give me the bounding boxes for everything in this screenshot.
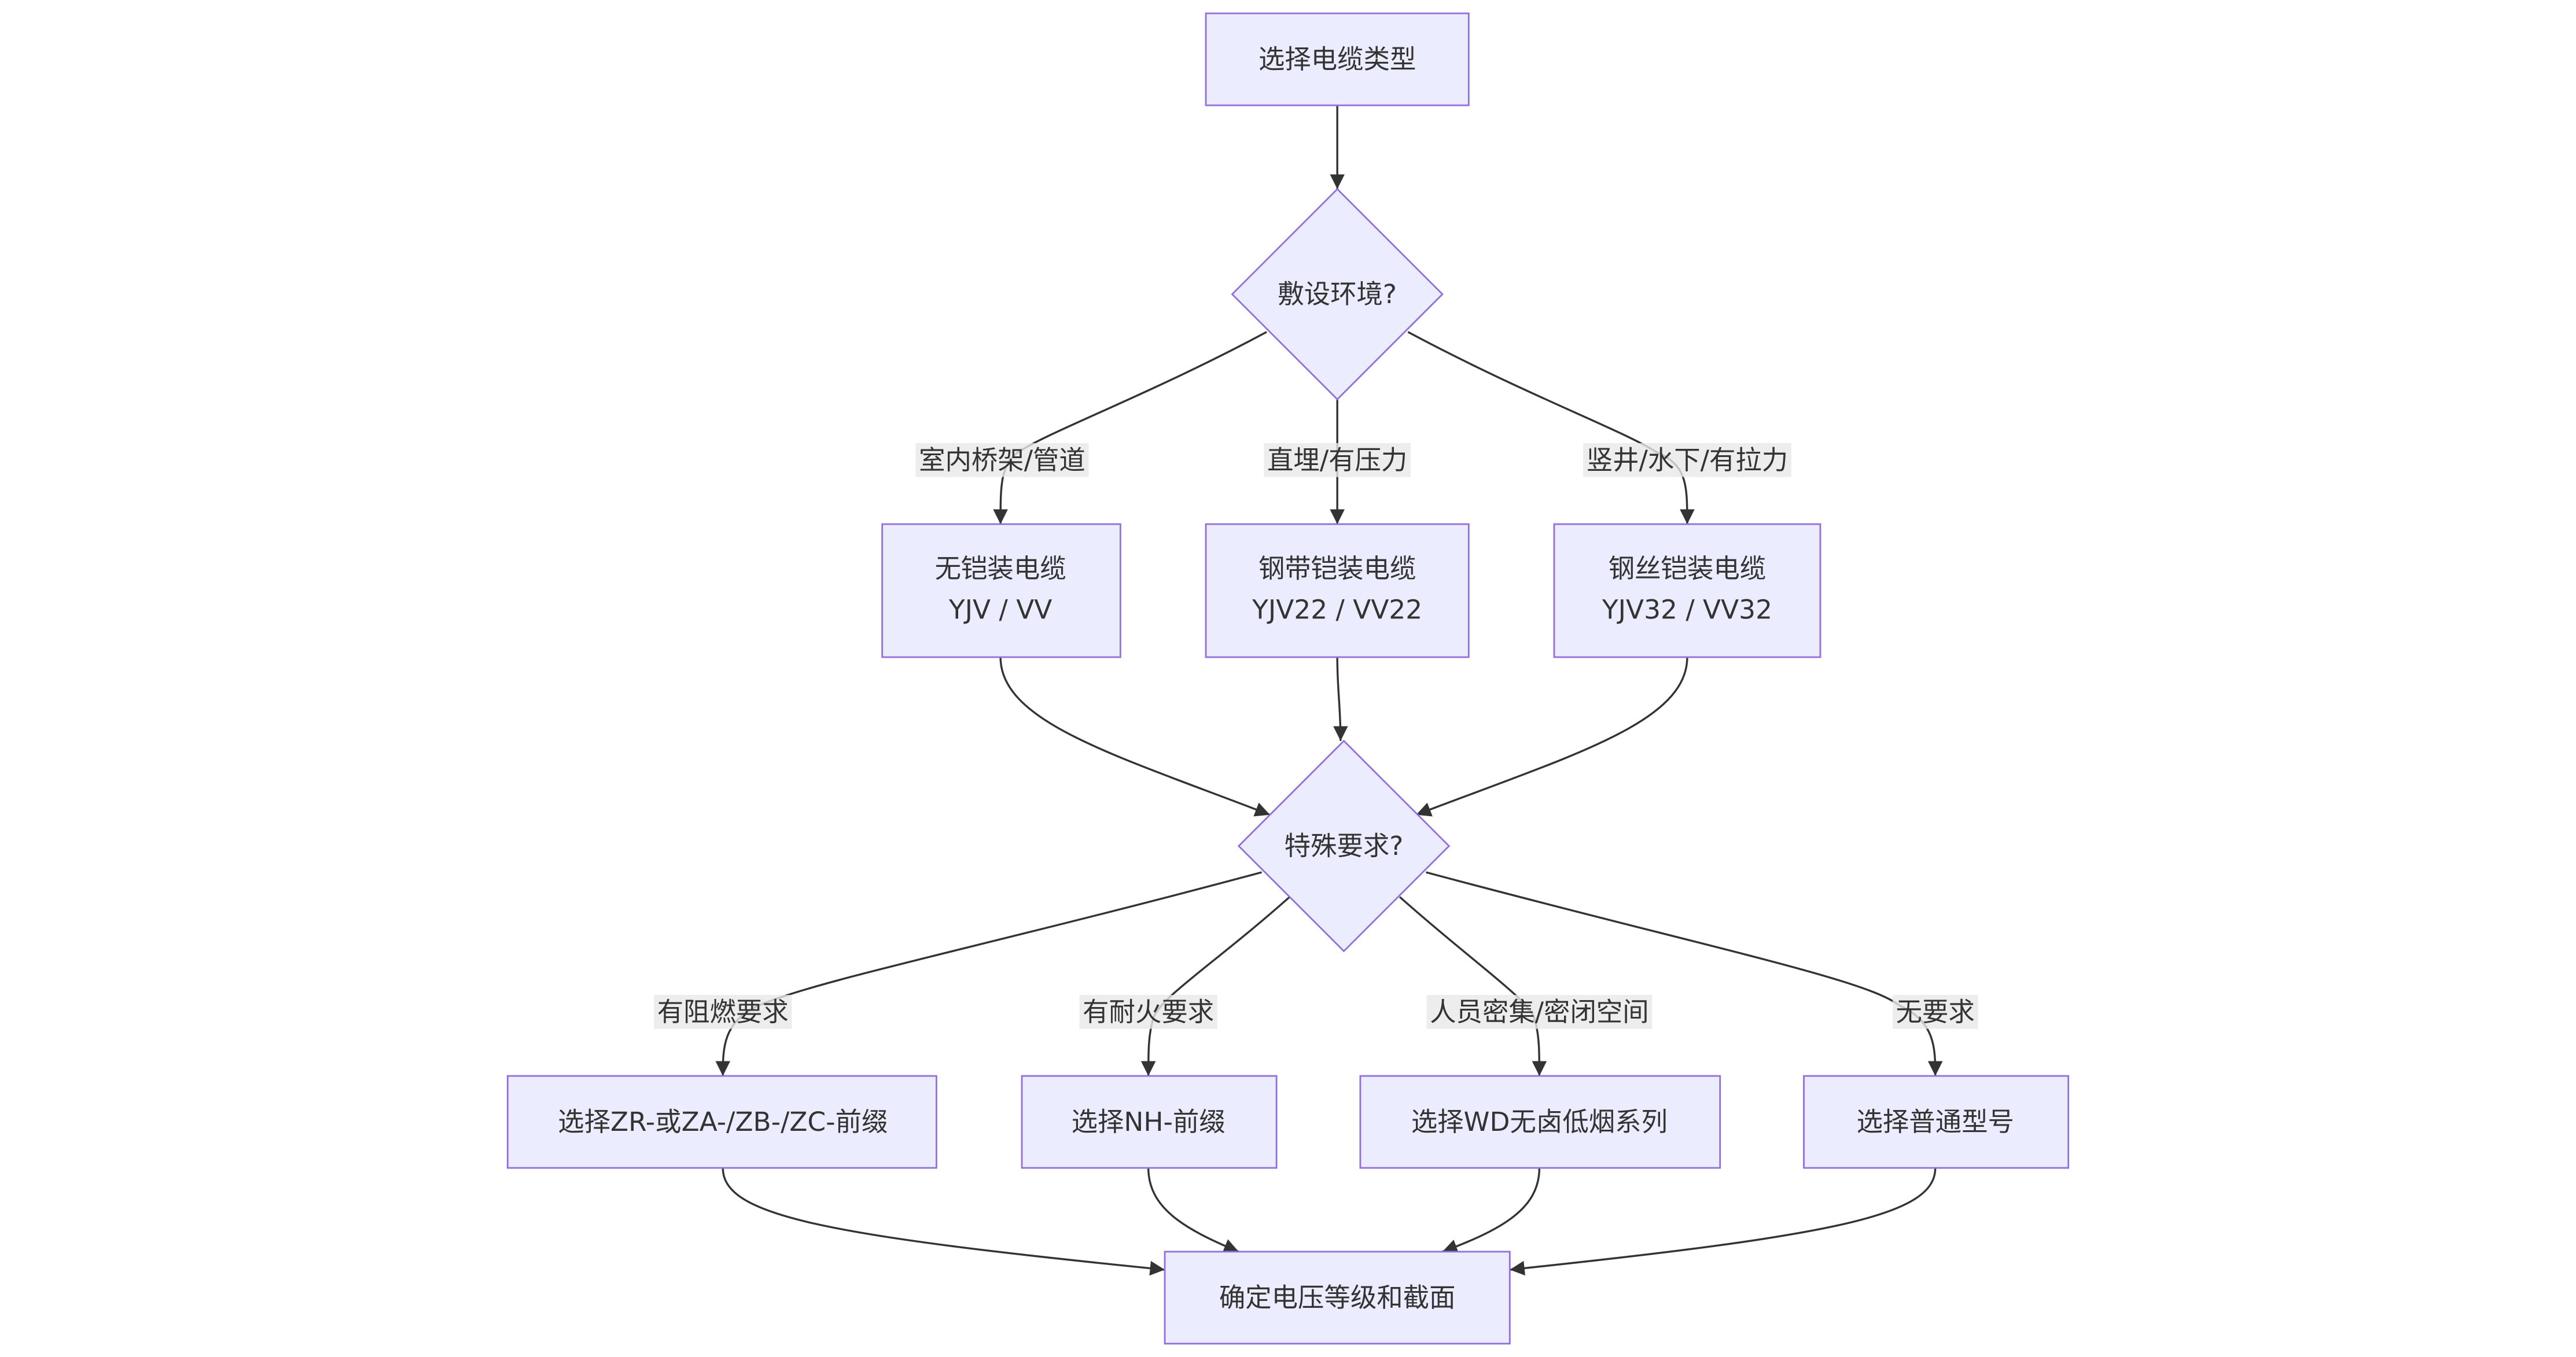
edges	[715, 105, 1943, 1276]
edge-special-to-fire	[1140, 896, 1290, 1076]
edge-label-none-text: 无要求	[1896, 997, 1975, 1027]
node-unarmored-models: YJV / VV	[948, 594, 1052, 625]
node-special-decision: 特殊要求?	[1237, 739, 1451, 953]
node-steel-wire-models: YJV32 / VV32	[1602, 594, 1772, 625]
node-env-decision: 敷设环境?	[1231, 187, 1444, 401]
node-steel-tape-title: 钢带铠装电缆	[1258, 553, 1416, 584]
node-final: 确定电压等级和截面	[1164, 1251, 1511, 1345]
node-fire-resistant: 选择NH-前缀	[1021, 1075, 1278, 1169]
node-steel-tape: 钢带铠装电缆 YJV22 / VV22	[1205, 523, 1470, 658]
edge-label-none: 无要求	[1892, 995, 1978, 1029]
node-steel-tape-models: YJV22 / VV22	[1252, 594, 1422, 625]
edge-label-buried: 直埋/有压力	[1264, 443, 1411, 477]
node-steel-wire-title: 钢丝铠装电缆	[1609, 553, 1766, 584]
edge-label-crowded: 人员密集/密闭空间	[1426, 995, 1653, 1029]
edge-label-crowded-text: 人员密集/密闭空间	[1430, 997, 1649, 1027]
edge-label-shaft-text: 竖井/水下/有拉力	[1587, 445, 1788, 475]
node-flame-retardant-label: 选择ZR-或ZA-/ZB-/ZC-前缀	[558, 1107, 888, 1137]
edge-special-to-low-smoke	[1399, 896, 1547, 1076]
edge-labels: 室内桥架/管道 直埋/有压力 竖井/水下/有拉力 有阻燃要求 有耐火要求 人员密…	[654, 443, 1978, 1029]
node-fire-resistant-label: 选择NH-前缀	[1072, 1107, 1226, 1137]
edge-special-to-flame	[715, 871, 1263, 1076]
edge-label-fire-text: 有耐火要求	[1083, 997, 1214, 1027]
edge-env-to-unarmored	[993, 331, 1267, 525]
edge-steel-tape-to-special	[1333, 657, 1348, 741]
node-low-smoke: 选择WD无卤低烟系列	[1359, 1075, 1721, 1169]
edge-ordinary-to-final	[1510, 1168, 1937, 1276]
node-special-decision-label: 特殊要求?	[1285, 831, 1404, 861]
node-ordinary: 选择普通型号	[1803, 1075, 2070, 1169]
node-final-label: 确定电压等级和截面	[1219, 1282, 1456, 1313]
node-unarmored: 无铠装电缆 YJV / VV	[881, 523, 1121, 658]
edge-steel-wire-to-special	[1415, 657, 1688, 817]
edge-label-indoor: 室内桥架/管道	[915, 443, 1089, 477]
node-low-smoke-label: 选择WD无卤低烟系列	[1411, 1107, 1668, 1137]
edge-low-smoke-to-final	[1442, 1168, 1541, 1254]
edge-label-buried-text: 直埋/有压力	[1267, 445, 1407, 475]
edge-unarmored-to-special	[999, 657, 1271, 817]
node-ordinary-label: 选择普通型号	[1856, 1107, 2014, 1137]
edge-fire-to-final	[1147, 1168, 1239, 1253]
node-start-label: 选择电缆类型	[1258, 44, 1416, 75]
node-steel-wire: 钢丝铠装电缆 YJV32 / VV32	[1553, 523, 1821, 658]
node-unarmored-title: 无铠装电缆	[935, 553, 1066, 584]
node-env-decision-label: 敷设环境?	[1278, 279, 1397, 309]
edge-flame-to-final	[722, 1168, 1165, 1276]
node-start: 选择电缆类型	[1205, 12, 1470, 106]
edge-label-indoor-text: 室内桥架/管道	[919, 445, 1085, 475]
node-flame-retardant: 选择ZR-或ZA-/ZB-/ZC-前缀	[506, 1075, 937, 1169]
edge-env-to-steel-wire	[1407, 331, 1695, 525]
edge-special-to-ordinary	[1426, 871, 1943, 1076]
edge-label-flame-text: 有阻燃要求	[657, 997, 789, 1027]
edge-label-shaft: 竖井/水下/有拉力	[1583, 443, 1791, 477]
edge-label-flame: 有阻燃要求	[654, 995, 792, 1029]
nodes: 选择电缆类型 敷设环境? 无铠装电缆 YJV / VV 钢带铠装电缆 YJV22…	[506, 12, 2070, 1345]
edge-label-fire: 有耐火要求	[1079, 995, 1217, 1029]
